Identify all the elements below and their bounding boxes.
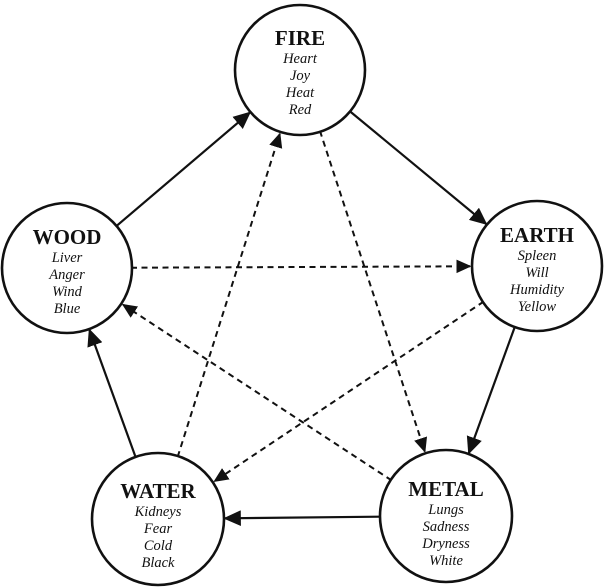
generating-arrow-metal-to-water [223,510,380,527]
earth-node: EARTH Spleen Will Humidity Yellow [470,199,604,333]
water-attribute-climate: Cold [144,538,173,554]
earth-title: EARTH [500,223,574,247]
fire-attribute-emotion: Joy [290,68,311,84]
earth-attribute-organ: Spleen [518,248,557,264]
metal-title: METAL [408,477,483,501]
controlling-arrow-fire-to-metal [312,110,428,453]
wood-attribute-organ: Liver [51,250,83,266]
wood-title: WOOD [33,225,102,249]
metal-attribute-emotion: Sadness [423,519,470,535]
generating-arrow-earth-to-metal [466,327,516,455]
wood-circle [0,201,134,335]
earth-attribute-climate: Humidity [509,282,565,298]
metal-attribute-color: White [429,553,463,569]
generating-arrow-fire-to-earth [350,111,488,226]
metal-node: METAL Lungs Sadness Dryness White [378,448,514,584]
fire-circle [233,3,367,137]
metal-attribute-organ: Lungs [427,502,464,518]
earth-circle [470,199,604,333]
water-attribute-organ: Kidneys [134,504,182,520]
fire-attribute-climate: Heat [285,85,315,101]
water-attribute-color: Black [141,555,175,571]
fire-title: FIRE [275,26,325,50]
controlling-arrow-earth-to-water [213,289,502,483]
controlling-arrow-metal-to-wood [121,303,410,493]
water-title: WATER [120,479,196,503]
water-circle [90,451,226,587]
water-attribute-emotion: Fear [143,521,173,537]
fire-attribute-color: Red [288,102,312,118]
wood-attribute-color: Blue [54,301,81,317]
wood-node: WOOD Liver Anger Wind Blue [0,201,134,335]
generating-arrow-wood-to-fire [116,111,252,227]
metal-attribute-climate: Dryness [421,536,470,552]
earth-attribute-color: Yellow [518,299,556,315]
water-node: WATER Kidneys Fear Cold Black [90,451,226,587]
controlling-arrow-wood-to-earth [109,259,472,274]
earth-attribute-emotion: Will [525,265,548,281]
wood-attribute-climate: Wind [52,284,83,300]
fire-node: FIRE Heart Joy Heat Red [233,3,367,137]
wood-attribute-emotion: Anger [48,267,85,283]
fire-attribute-organ: Heart [282,51,318,67]
generating-arrow-water-to-wood [87,328,137,457]
metal-circle [378,448,514,584]
controlling-arrow-water-to-fire [170,132,283,478]
edges-layer [87,110,516,527]
